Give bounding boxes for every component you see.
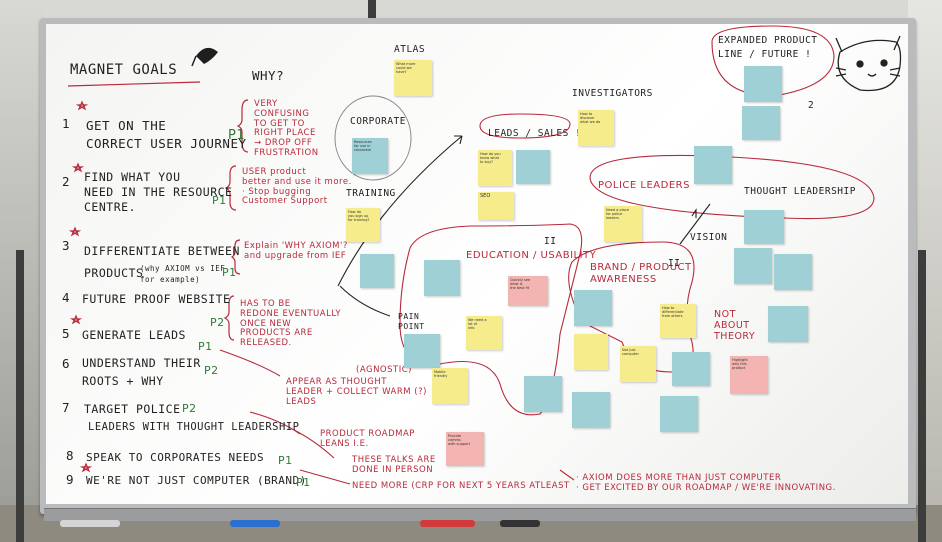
goal-9-number: 9 [66,472,75,487]
sticky-note [768,306,808,342]
sticky-note [574,290,612,326]
marker [500,520,540,527]
pillar [368,0,376,24]
goal-5-priority: P1 [198,340,213,353]
goal-6-number: 6 [62,356,71,371]
goal-2-number: 2 [62,174,71,189]
marker [60,520,120,527]
goal-7-number: 7 [62,400,71,415]
sticky-note [742,106,780,140]
sticky-note [744,66,782,102]
label-thought-leadership: THOUGHT LEADERSHIP [744,186,856,197]
sticky-note [360,254,394,288]
sticky-note [744,210,784,244]
label-brand-awareness: BRAND / PRODUCT AWARENESS [590,262,692,285]
label-education: EDUCATION / USABILITY [466,250,597,261]
marker [230,520,280,527]
board-title: MAGNET GOALS [70,62,178,78]
marker-tray [44,508,916,521]
goal-4-number: 4 [62,290,71,305]
sticky-note [660,396,698,432]
sticky-note: We need a lot of info [466,316,502,350]
goal-6-text: UNDERSTAND THEIR ROOTS + WHY [82,356,201,388]
sticky-note: Resources for use in corporate [352,138,388,174]
reason-3: Explain 'WHY AXIOM'? and upgrade from IE… [244,241,348,261]
sticky-note [774,254,812,290]
label-roman-two-b: II [668,258,681,269]
sticky-note: Highlight why this product [730,356,768,394]
sticky-note: What more could we have? [394,60,432,96]
goal-8-number: 8 [66,448,75,463]
sticky-note [694,146,732,184]
goal-1-priority: P1 [228,128,246,143]
reason-1: VERY CONFUSING TO GET TO RIGHT PLACE → D… [254,99,319,158]
goal-4-priority: P2 [210,316,225,329]
stand-leg-right [918,250,926,542]
label-leads-sales: LEADS / SALES ! [488,128,582,139]
sticky-note [516,150,550,184]
reason-6: APPEAR AS THOUGHT LEADER + COLLECT WARM … [286,377,427,407]
goal-3-number: 3 [62,238,71,253]
label-atlas: ATLAS [394,44,426,55]
goal-3-sub: (why AXIOM vs IEF for example) [140,264,226,284]
goal-1-number: 1 [62,116,71,131]
sticky-note: SEO [478,192,514,220]
sticky-note [424,260,460,296]
sticky-note: How do you sign up for training? [346,208,380,242]
why-heading: WHY? [252,68,285,83]
label-police-leaders: POLICE LEADERS [598,180,690,191]
label-two: 2 [808,100,815,111]
sticky-note: How to differentiate from others [660,304,696,338]
goal-7-text-2: LEADERS WITH THOUGHT LEADERSHIP [88,421,300,433]
label-pain-point: PAIN POINT [398,312,425,331]
label-expanded-product: EXPANDED PRODUCT LINE / FUTURE ! [718,35,818,60]
sticky-note: Not just computer [620,346,656,382]
magnet-icon [191,47,218,67]
label-training: TRAINING [346,188,396,199]
label-corporate: CORPORATE [350,116,406,127]
sticky-note [524,376,562,412]
reason-9: NEED MORE (CRP FOR NEXT 5 YEARS ATLEAST [352,481,570,491]
label-roman-two: II [544,236,557,247]
sticky-note [572,392,610,428]
sticky-note [574,334,608,370]
goal-9-text: WE'RE NOT JUST COMPUTER (BRAND) [86,474,307,487]
sticky-note: Provide comms with support [446,432,484,466]
reason-2: USER product better and use it more. · S… [242,167,352,207]
goal-1-text: GET ON THE CORRECT USER JOURNEY [86,118,247,151]
marker [420,520,475,527]
goal-4-text: FUTURE PROOF WEBSITE [82,292,231,306]
reason-10: · AXIOM DOES MORE THAN JUST COMPUTER · G… [576,473,836,493]
sticky-note [672,352,710,386]
goal-5-text: GENERATE LEADS [82,328,186,342]
goal-8-text: SPEAK TO CORPORATES NEEDS [86,451,265,464]
cat-doodle [835,35,902,92]
sticky-note [734,248,772,284]
sticky-note: Mobile friendly [432,368,468,404]
goal-2-priority: P1 [212,194,227,207]
stand-leg-left [16,250,24,542]
goal-9-priority: P1 [296,476,311,489]
sticky-note: How to discover what we do [578,110,614,146]
sticky-note [404,334,440,368]
sticky-note: Need a place for police leaders [604,206,642,242]
label-vision: VISION [690,232,728,243]
reason-5: (AGNOSTIC) [356,365,412,375]
goal-7-priority: P2 [182,402,197,415]
reason-8: THESE TALKS ARE DONE IN PERSON [352,455,436,475]
reason-4: HAS TO BE REDONE EVENTUALLY ONCE NEW PRO… [240,299,342,349]
reason-7: PRODUCT ROADMAP LEANS I.E. [320,429,415,449]
goal-8-priority: P1 [278,454,293,467]
label-investigators: INVESTIGATORS [572,88,653,99]
goal-3-priority: P1 [222,266,237,279]
goal-3-text: DIFFERENTIATE BETWEEN PRODUCTS [84,244,240,280]
goal-7-text: TARGET POLICE [84,402,181,416]
sticky-note: How do you know what to buy? [478,150,512,186]
goal-5-number: 5 [62,326,71,341]
sticky-note: Quickly see what is the best fit [508,276,548,306]
goal-6-priority: P2 [204,364,219,377]
label-not-about-theory: NOT ABOUT THEORY [714,309,756,342]
goal-2-text: FIND WHAT YOU NEED IN THE RESOURCE CENTR… [84,170,233,214]
